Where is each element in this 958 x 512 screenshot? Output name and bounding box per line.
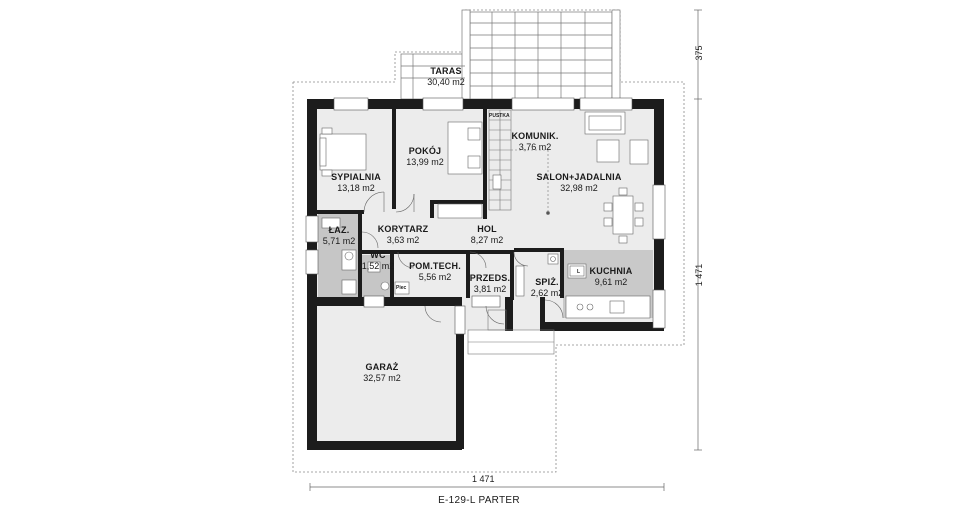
room-label-korytarz: KORYTARZ 3,63 m2 [378, 224, 429, 246]
room-label-komunik: KOMUNIK. 3,76 m2 [511, 131, 558, 153]
room-area: 9,61 m2 [594, 277, 628, 287]
room-label-taras: TARAS 30,40 m2 [427, 66, 465, 88]
room-area: 1,52 m2 [361, 261, 395, 271]
room-name: HOL [477, 224, 497, 234]
room-label-pomtech: POM.TECH. 5,56 m2 [409, 261, 461, 283]
room-area: 30,40 m2 [427, 77, 465, 87]
room-label-pokoj: POKÓJ 13,99 m2 [406, 146, 444, 168]
room-label-spizarnia: SPIŻ. 2,62 m2 [531, 277, 564, 299]
room-area: 5,71 m2 [322, 236, 356, 246]
kitchen-counter [565, 295, 651, 319]
entrance-steps [467, 309, 555, 355]
room-name: KUCHNIA [589, 266, 633, 276]
plan-caption: E-129-L PARTER [438, 495, 520, 506]
room-label-kuchnia: KUCHNIA 9,61 m2 [590, 266, 633, 288]
fridge-label: L [577, 269, 581, 275]
windows [305, 97, 666, 335]
dimension-bottom: 1 471 [472, 474, 495, 484]
bed [319, 133, 367, 171]
room-area: 13,99 m2 [406, 157, 444, 167]
room-label-salon: SALON+JADALNIA 32,98 m2 [536, 172, 621, 194]
room-name: GARAŻ [365, 362, 399, 372]
room-area: 32,98 m2 [560, 183, 598, 193]
room-name: KOMUNIK. [511, 131, 559, 141]
room-label-lazienka: ŁAZ. 5,71 m2 [323, 225, 356, 247]
room-name: POM.TECH. [409, 261, 461, 271]
room-area: 32,57 m2 [363, 373, 401, 383]
room-area: 3,76 m2 [518, 142, 552, 152]
room-label-garaz: GARAŻ 32,57 m2 [363, 362, 401, 384]
room-name: POKÓJ [408, 146, 442, 156]
room-name: KORYTARZ [377, 224, 429, 234]
void-label: PUSTKA [489, 113, 510, 119]
boiler-label: Piec [396, 285, 407, 291]
room-label-hol: HOL 8,27 m2 [471, 224, 504, 246]
room-name: WC [370, 250, 386, 260]
room-area: 3,63 m2 [386, 235, 420, 245]
dimension-right-height: 1 471 [694, 263, 704, 287]
room-area: 13,18 m2 [337, 183, 375, 193]
room-name: TARAS [430, 66, 462, 76]
roof-outline [292, 9, 685, 473]
coffee-table [596, 139, 620, 163]
dimension-lines [309, 9, 702, 491]
dining-table [612, 195, 634, 235]
room-label-przedsionek: PRZEDS. 3,81 m2 [470, 273, 510, 295]
room-area: 3,81 m2 [473, 284, 507, 294]
room-area: 8,27 m2 [470, 235, 504, 245]
furniture [319, 111, 651, 319]
dimension-right-terrace: 375 [694, 45, 704, 61]
room-name: ŁAZ. [328, 225, 350, 235]
room-name: SPIŻ. [535, 277, 559, 287]
room-name: SYPIALNIA [331, 172, 381, 182]
room-name: SALON+JADALNIA [536, 172, 622, 182]
room-name: PRZEDS. [469, 273, 511, 283]
room-area: 5,56 m2 [418, 272, 452, 282]
room-area: 2,62 m2 [530, 288, 564, 298]
room-label-sypialnia: SYPIALNIA 13,18 m2 [331, 172, 381, 194]
room-label-wc: WC 1,52 m2 [362, 250, 395, 272]
doors [361, 191, 564, 325]
